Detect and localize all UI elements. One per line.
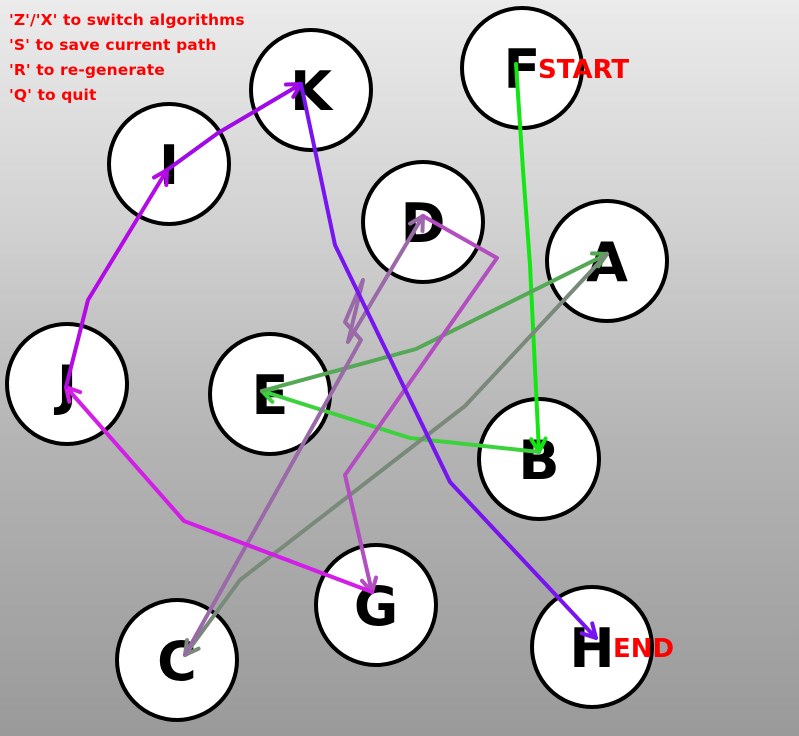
instructions-panel: 'Z'/'X' to switch algorithms 'S' to save… [9, 8, 245, 108]
edge-line [343, 214, 499, 594]
node-circle [530, 585, 654, 709]
node-c: C [115, 598, 239, 722]
node-b: B [477, 397, 601, 521]
arrowhead [579, 621, 598, 640]
end-marker-label: END [613, 634, 674, 664]
node-label: F [504, 38, 541, 101]
node-label: G [354, 575, 398, 638]
edge-k-h [299, 82, 598, 640]
edge-line [183, 214, 425, 657]
node-h: H [530, 585, 654, 709]
edge-line [260, 389, 541, 454]
node-circle [477, 397, 601, 521]
node-circle [115, 598, 239, 722]
edge-line [183, 252, 609, 657]
node-k: K [249, 28, 373, 152]
instruction-switch-algorithms: 'Z'/'X' to switch algorithms [9, 11, 245, 29]
path-edges-layer [64, 62, 609, 657]
markers-layer: START END [538, 55, 674, 664]
node-circle [107, 102, 231, 226]
node-label: C [157, 630, 197, 693]
node-label: I [159, 134, 179, 197]
edge-line [260, 252, 609, 393]
instruction-save-path: 'S' to save current path [9, 36, 217, 54]
node-circle [314, 543, 438, 667]
edge-line [64, 385, 374, 594]
instruction-quit: 'Q' to quit [9, 86, 97, 104]
edge-line [165, 82, 303, 172]
node-i: I [107, 102, 231, 226]
edge-line [299, 82, 598, 640]
node-g: G [314, 543, 438, 667]
edge-line [64, 168, 169, 389]
node-f: F [460, 6, 584, 130]
node-circle [249, 28, 373, 152]
node-circle [545, 199, 669, 323]
node-a: A [545, 199, 669, 323]
start-marker-label: START [538, 55, 629, 85]
instruction-regenerate: 'R' to re-generate [9, 61, 165, 79]
edge-line [514, 62, 541, 454]
